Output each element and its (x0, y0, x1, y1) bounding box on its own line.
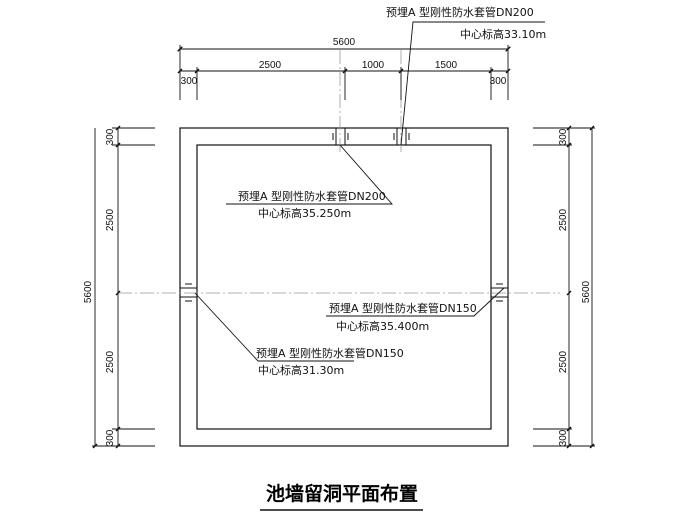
dim-right-seg-2: 2500 (558, 208, 569, 231)
annotation-left-line2: 中心标高31.30m (258, 363, 344, 377)
drawing-title: 池墙留洞平面布置 (266, 482, 418, 505)
dim-top-seg-1: 300 (181, 76, 198, 87)
right-dimension-chain (533, 125, 595, 449)
dim-left-overall: 5600 (83, 280, 94, 303)
top-dimension-chain (178, 45, 510, 100)
left-dimension-chain (92, 125, 155, 449)
dim-top-seg-2: 2500 (259, 60, 282, 71)
annotation-right-line2: 中心标高35.400m (336, 319, 429, 333)
dim-left-seg-4: 300 (105, 429, 116, 446)
annotation-top-left-line1: 预埋A 型刚性防水套管DN200 (238, 189, 386, 203)
sleeve-top-left (332, 128, 349, 145)
dim-right-seg-1: 300 (558, 128, 569, 145)
annotation-left-line1: 预埋A 型刚性防水套管DN150 (256, 346, 404, 360)
dim-left-seg-1: 300 (105, 128, 116, 145)
dim-right-seg-3: 2500 (558, 350, 569, 373)
dim-top-seg-3: 1000 (362, 60, 385, 71)
dim-right-overall: 5600 (581, 280, 592, 303)
sleeve-left (180, 283, 197, 302)
annotation-right-line1: 预埋A 型刚性防水套管DN150 (329, 301, 477, 315)
dim-left-seg-2: 2500 (105, 208, 116, 231)
outer-wall (179, 127, 509, 447)
dim-top-seg-5: 300 (490, 76, 507, 87)
tank-walls (179, 127, 509, 447)
dim-top-overall: 5600 (333, 37, 356, 48)
sleeve-top-right (393, 128, 410, 145)
annotation-top-right-line1: 预埋A 型刚性防水套管DN200 (386, 5, 534, 19)
dim-left-seg-3: 2500 (105, 350, 116, 373)
inner-wall (196, 144, 492, 430)
leader-lines (194, 21, 545, 362)
annotation-top-right-line2: 中心标高33.10m (460, 27, 546, 41)
dim-right-seg-4: 300 (558, 429, 569, 446)
dim-top-seg-4: 1500 (435, 60, 458, 71)
annotation-top-left-line2: 中心标高35.250m (258, 206, 351, 220)
